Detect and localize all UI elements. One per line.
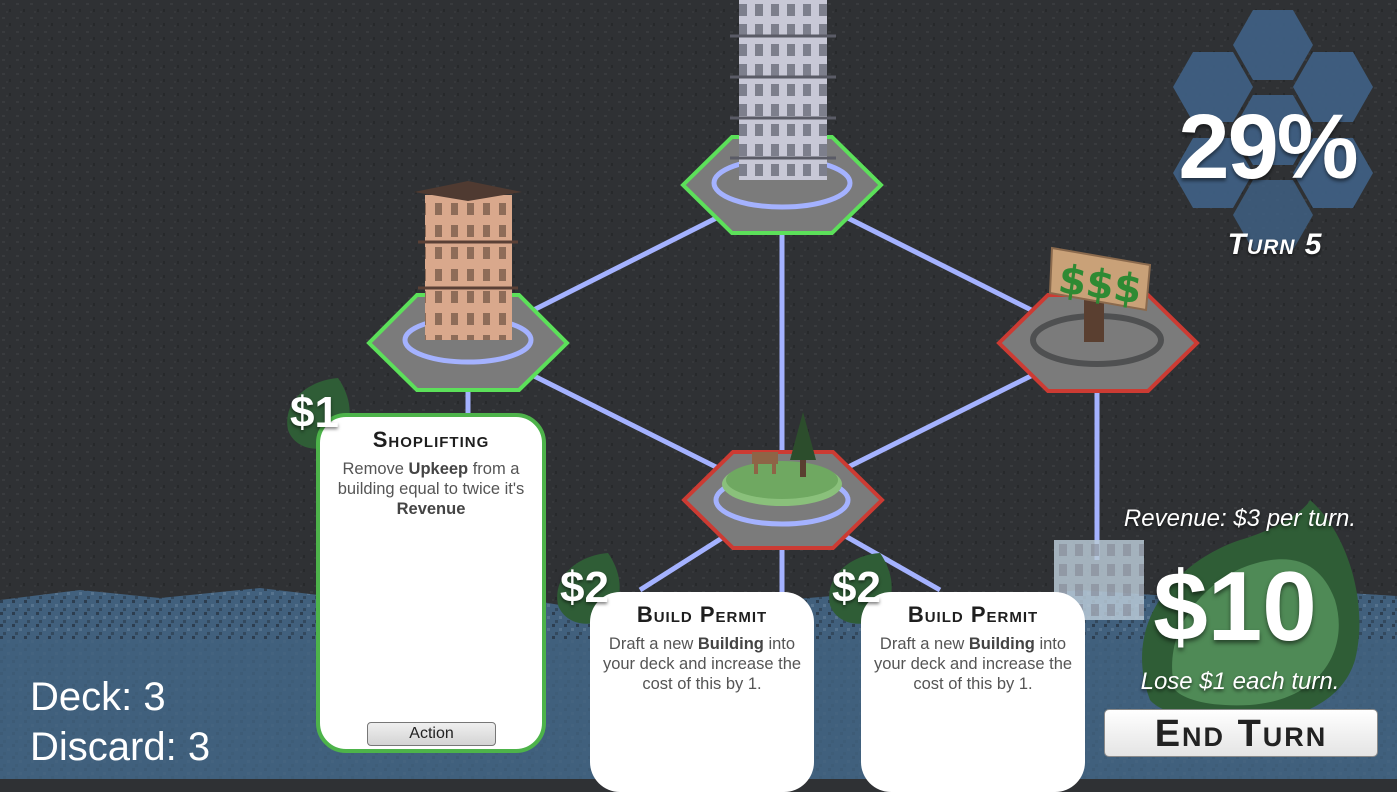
revenue-text: Revenue: $3 per turn. [1123,505,1357,532]
money-bag-icon [1142,500,1360,723]
card-build-permit-2[interactable]: Build Permit Draft a new Building into y… [861,592,1085,792]
city-progress-percent: 29% [1178,96,1358,198]
upkeep-text: Lose $1 each turn. [1140,668,1340,695]
end-turn-button[interactable]: End Turn [1104,709,1378,757]
card-title: Build Permit [907,602,1039,627]
card-build-permit-1[interactable]: Build Permit Draft a new Building into y… [590,592,814,792]
card-description: Draft a new Building into your deck and … [873,635,1073,693]
honeycomb-progress-icon [1173,10,1373,250]
turn-counter: Turn 5 [1227,228,1323,261]
card-shoplifting[interactable]: Shoplifting Remove Upkeep from a buildin… [316,413,546,753]
card-description: Draft a new Building into your deck and … [602,635,802,693]
card-cost-build-permit-2: $2 [832,563,881,612]
money-total: $10 [1153,551,1317,661]
tile-left-apartment[interactable] [366,181,570,392]
card-title: Build Permit [636,602,768,627]
tile-right-sign[interactable]: $$$ [996,246,1200,393]
deck-count: Deck: 3 [30,675,166,719]
card-cost-build-permit-1: $2 [560,563,609,612]
tile-top-skyscraper[interactable] [680,0,884,235]
tile-center-park[interactable] [681,412,885,550]
card-action-button[interactable]: Action [367,722,496,746]
card-cost-shoplifting: $1 [290,388,339,437]
ghost-building [1054,540,1144,620]
discard-count: Discard: 3 [30,725,211,769]
card-title: Shoplifting [372,427,490,452]
card-description: Remove Upkeep from a building equal to t… [337,460,525,518]
card-cost-icons [287,378,892,624]
